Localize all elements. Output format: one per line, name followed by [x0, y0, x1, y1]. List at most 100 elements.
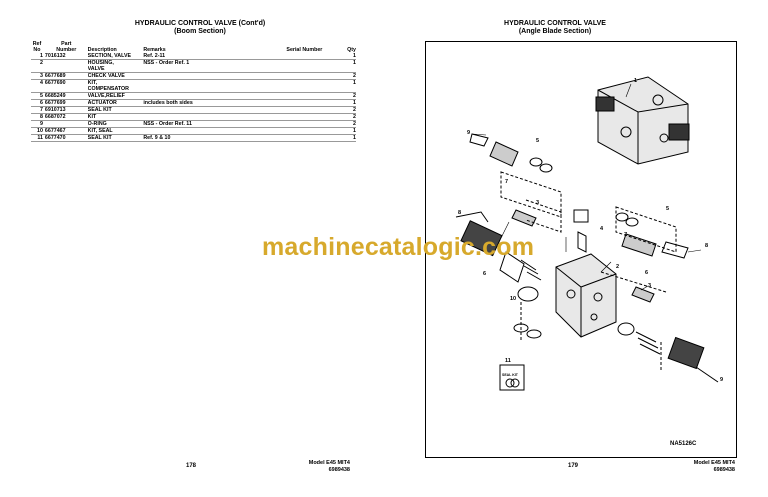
qty-cell: 2	[353, 121, 356, 127]
remarks-cell	[143, 93, 286, 99]
callout-3b: 3	[648, 283, 651, 289]
qty-cell: 1	[353, 100, 356, 106]
relief-valve-drawing	[469, 133, 689, 259]
remarks-cell: includes both sides	[143, 100, 193, 106]
callout-11: 11	[505, 358, 511, 364]
part-number-cell: 6677470	[44, 135, 66, 141]
left-model-line1: Model E45 MIT4	[308, 460, 350, 466]
right-title-line2: (Angle Blade Section)	[518, 28, 592, 35]
ref-cell: 6	[39, 100, 43, 106]
description-cell: HOUSING,VALVE	[88, 60, 144, 72]
left-page-number: 178	[186, 463, 197, 469]
callout-9a: 9	[467, 130, 470, 136]
serial-cell	[286, 60, 342, 72]
description-cell: SECTION, VALVE	[87, 53, 132, 59]
right-actuator-drawing	[617, 322, 719, 383]
callout-1: 1	[634, 78, 637, 84]
description-cell: KIT,COMPENSATOR	[88, 80, 144, 92]
part-number-cell: 6677699	[44, 100, 66, 106]
serial-cell	[286, 93, 342, 99]
right-model-line2: 6989438	[713, 467, 735, 473]
callout-6a: 6	[483, 271, 486, 277]
diagram-frame: 1 2 3 3 4 5 5 6 6 7 7 8 8 9 9 10 11 SEAL…	[425, 41, 737, 458]
ref-cell: 8	[39, 114, 43, 120]
qty-cell: 1	[353, 53, 356, 59]
part-number-cell: 7016132	[44, 53, 66, 59]
description-line2: VALVE	[87, 66, 105, 72]
callout-5a: 5	[536, 138, 539, 144]
serial-cell	[286, 121, 342, 127]
remarks-cell	[143, 128, 286, 134]
qty-cell: 1	[353, 80, 356, 86]
remarks-cell: NSS - Order Ref. 1	[143, 60, 190, 66]
header-ref-line2: No	[33, 47, 41, 53]
right-model-block: Model E45 MIT4 6989438	[660, 460, 735, 474]
header-part: Part Number	[45, 41, 88, 53]
ref-cell: 10	[37, 128, 43, 134]
header-part-line2: Number	[56, 47, 77, 53]
serial-cell	[286, 73, 342, 79]
housing-drawing	[555, 253, 617, 338]
part-number-cell	[45, 60, 88, 72]
header-serial: Serial Number	[286, 41, 342, 53]
description-cell: VALVE,RELIEF	[87, 93, 125, 99]
header-remarks: Remarks	[143, 41, 286, 53]
header-serial-text: Serial Number	[286, 47, 323, 53]
callout-3a: 3	[536, 200, 539, 206]
part-number-cell: 6685249	[44, 93, 66, 99]
ref-cell: 1	[39, 53, 43, 59]
qty-cell: 2	[353, 93, 356, 99]
part-number-cell: 6910713	[44, 107, 66, 113]
left-title-line2: (Boom Section)	[174, 28, 226, 35]
valve-section-drawing	[595, 76, 690, 165]
description-cell: KIT	[87, 114, 97, 120]
callout-2: 2	[616, 264, 619, 270]
part-number-cell	[45, 121, 88, 127]
header-ref: Ref No	[31, 41, 45, 53]
qty-cell: 2	[353, 73, 356, 79]
serial-cell	[286, 128, 342, 134]
callout-9b: 9	[720, 377, 723, 383]
remarks-cell	[143, 114, 286, 120]
seal-kit-text: SEAL KIT	[502, 373, 519, 377]
description-cell: CHECK VALVE	[87, 73, 125, 79]
remarks-cell	[143, 107, 286, 113]
serial-cell	[286, 53, 342, 59]
description-line2: COMPENSATOR	[87, 86, 129, 92]
check-valve-drawing	[511, 209, 655, 303]
qty-cell: 1	[353, 128, 356, 134]
left-page-title: HYDRAULIC CONTROL VALVE (Cont'd) (Boom S…	[120, 20, 280, 36]
description-cell: SEAL KIT	[87, 135, 112, 141]
remarks-cell: Ref. 9 & 10	[143, 135, 171, 141]
ref-cell: 4	[39, 80, 43, 86]
qty-cell: 1	[353, 135, 356, 141]
qty-cell: 1	[353, 60, 356, 66]
description-cell: KIT, SEAL	[87, 128, 113, 134]
part-number-cell: 6677690	[44, 80, 66, 86]
callout-7b: 7	[624, 232, 627, 238]
ref-cell: 5	[39, 93, 43, 99]
header-remarks-text: Remarks	[143, 47, 166, 53]
remarks-cell	[143, 80, 286, 92]
callout-4: 4	[600, 226, 604, 232]
description-cell: O-RING	[87, 121, 107, 127]
ref-cell: 2	[39, 60, 43, 66]
description-cell: ACTUATOR	[87, 100, 117, 106]
figure-code: NA5126C	[670, 441, 697, 447]
part-number-cell: 6677689	[44, 73, 66, 79]
callout-6b: 6	[645, 270, 648, 276]
callout-labels: 1 2 3 3 4 5 5 6 6 7 7 8 8 9 9 10 11 SEAL…	[458, 78, 723, 447]
left-model-line2: 6989438	[328, 467, 350, 473]
remarks-cell: Ref. 2-11	[143, 53, 166, 59]
description-line1: KIT,	[87, 80, 98, 86]
